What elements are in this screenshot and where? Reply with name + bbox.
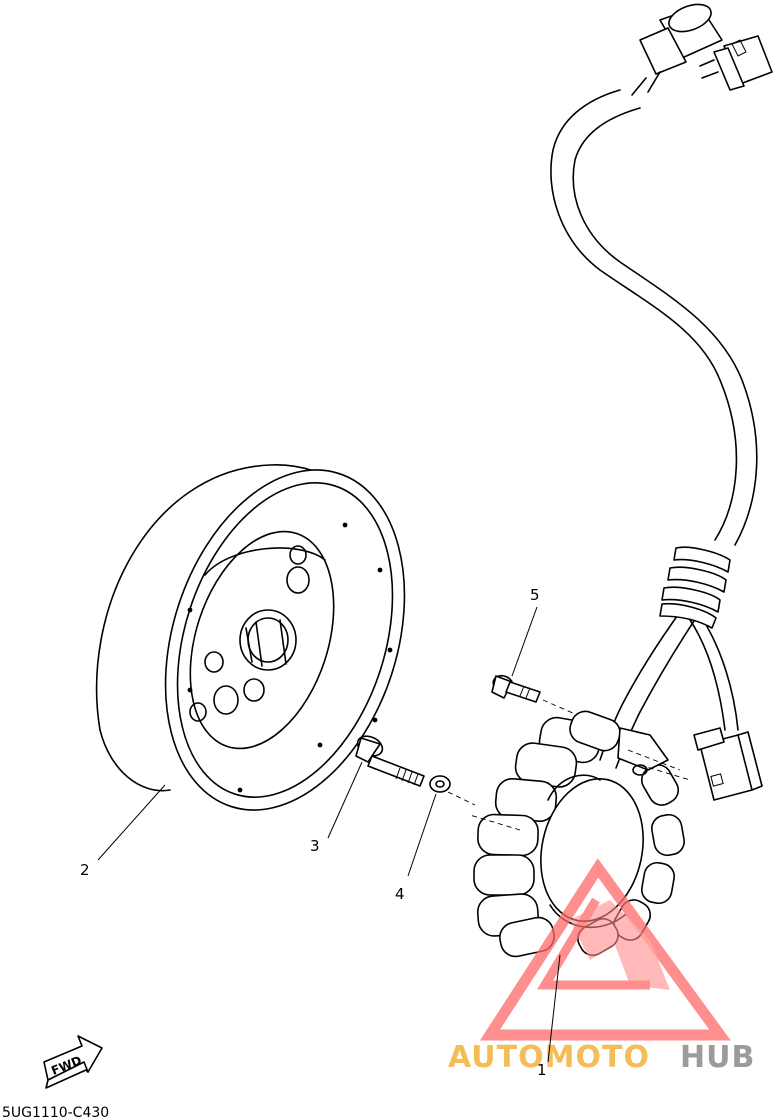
callout-1: 1 [537,1061,547,1079]
callout-2: 2 [80,861,90,879]
alignment-line-5 [542,699,576,715]
bolt-3 [355,735,425,787]
side-connector [693,727,763,801]
drawing-code: 5UG1110-C430 [2,1105,109,1120]
watermark-text-hub: HUB [680,1040,755,1075]
cable-clamp [659,546,731,629]
callout-5: 5 [530,586,540,604]
fwd-arrow-icon: FWD [43,1035,103,1089]
screw-5 [491,674,541,703]
wire-harness [550,89,758,769]
square-coupler [699,35,773,91]
flywheel-rotor [95,464,406,811]
alignment-line [447,791,476,806]
callout-3: 3 [310,837,320,855]
round-coupler [631,3,723,96]
automotohub-watermark-logo [479,858,731,1041]
leader-lines [97,606,561,1063]
stator-assembly [469,710,691,958]
callout-4: 4 [395,885,405,903]
washer-4 [429,775,451,793]
